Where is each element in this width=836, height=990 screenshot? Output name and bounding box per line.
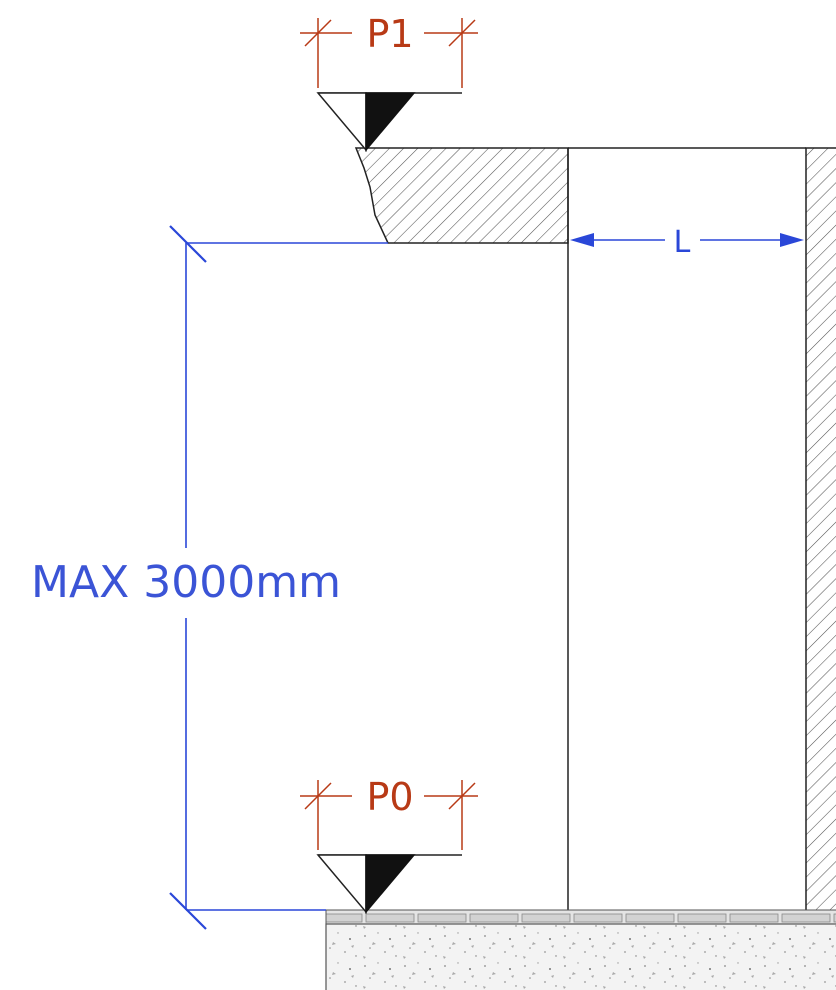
p0-label: P0 bbox=[366, 775, 413, 819]
floor-paving bbox=[325, 909, 836, 925]
dimension-max-height bbox=[169, 225, 388, 930]
level-marker-p0 bbox=[316, 854, 462, 915]
right-wall bbox=[805, 147, 836, 913]
dimension-p1 bbox=[300, 18, 478, 88]
dimension-p0 bbox=[300, 780, 478, 850]
dimension-l bbox=[570, 233, 804, 247]
p1-label: P1 bbox=[366, 12, 413, 56]
upper-slab bbox=[354, 147, 569, 244]
level-marker-p1 bbox=[316, 92, 462, 153]
l-label: L bbox=[674, 225, 691, 260]
ground-concrete bbox=[325, 923, 836, 990]
max-height-label: MAX 3000mm bbox=[31, 557, 341, 608]
